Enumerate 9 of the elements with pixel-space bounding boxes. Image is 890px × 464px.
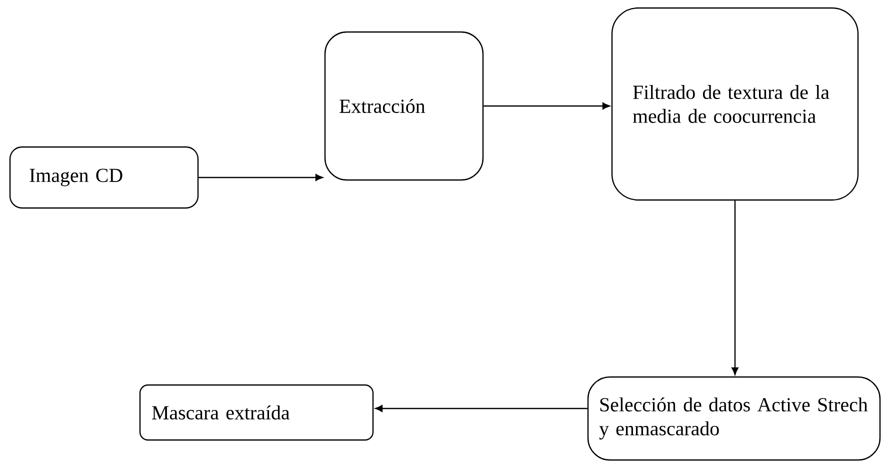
arrow (198, 174, 323, 181)
arrow (375, 405, 588, 412)
arrow (484, 102, 610, 110)
process-box: Filtrado de textura de la media de coocurrencia (611, 7, 859, 201)
process-box: Mascara extraída (139, 384, 374, 441)
process-box: Selección de datos Active Strech y enmascarado (587, 376, 881, 461)
arrow (732, 200, 738, 375)
process-box: Imagen CD (9, 146, 199, 209)
process-box: Extracción (324, 31, 484, 181)
